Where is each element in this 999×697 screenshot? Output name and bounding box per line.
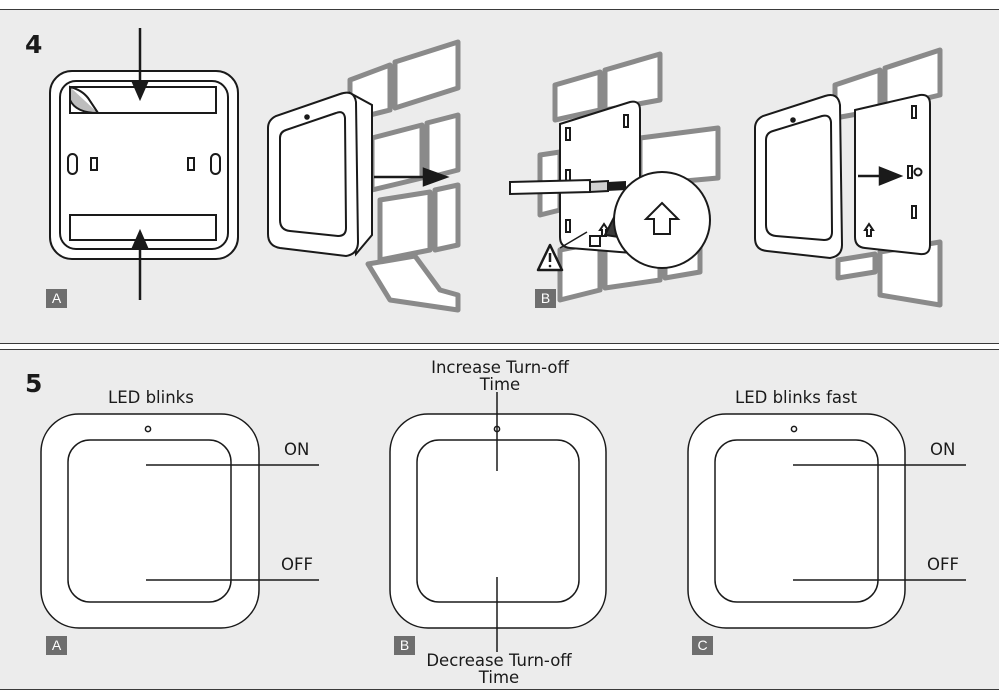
arrow-down-icon [131, 28, 149, 102]
switch-side-view-2 [754, 94, 844, 260]
step-5-illustrations [40, 392, 966, 652]
arrow-right-icon [374, 167, 450, 187]
switch-front-b [389, 392, 607, 652]
step-5-panel: 5 LED blinks ON OFF A [0, 349, 999, 690]
on-label-c: ON [930, 440, 956, 459]
badge-4b: B [535, 289, 556, 308]
led-blinks-fast-label: LED blinks fast [735, 388, 858, 407]
on-label-a: ON [284, 440, 310, 459]
switch-front-a [40, 413, 319, 629]
badge-5a: A [46, 636, 67, 655]
increase-label: Increase Turn-off Time [420, 359, 580, 393]
step-5-number: 5 [25, 369, 43, 398]
brick-wall-1 [347, 39, 461, 313]
step-4-number: 4 [25, 30, 43, 59]
badge-5b: B [394, 636, 415, 655]
off-label-c: OFF [927, 555, 959, 574]
warning-icon [536, 231, 588, 272]
badge-4a: A [46, 289, 67, 308]
arrow-up-icon [131, 228, 149, 300]
decrease-label-line1: Decrease Turn-off [426, 651, 572, 670]
switch-side-view [267, 91, 373, 258]
switch-front-c [687, 413, 966, 629]
increase-label-line1: Increase Turn-off [431, 358, 569, 377]
increase-label-line2: Time [479, 375, 521, 394]
screwdriver-icon [509, 178, 626, 196]
badge-5c: C [692, 636, 713, 655]
off-label-a: OFF [281, 555, 313, 574]
arrow-up-outline-icon [643, 201, 681, 235]
step-4-panel: 4 [0, 9, 999, 344]
arrow-right-icon [858, 166, 904, 186]
decrease-label-line2: Time [478, 668, 520, 687]
step-4-illustrations [49, 28, 943, 313]
peel-corner-icon [69, 85, 100, 115]
led-blinks-label: LED blinks [108, 388, 194, 407]
decrease-label: Decrease Turn-off Time [418, 652, 580, 686]
